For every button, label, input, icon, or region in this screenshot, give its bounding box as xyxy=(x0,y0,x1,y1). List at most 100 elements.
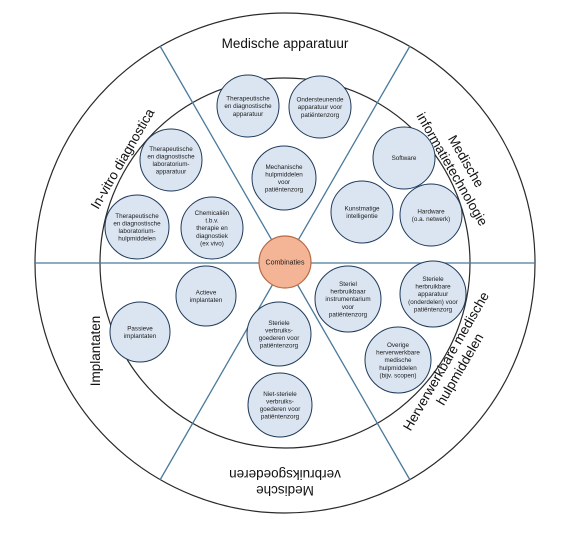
bubble-text-line: voor xyxy=(278,179,290,186)
bubble-circle xyxy=(314,265,382,333)
bubble-circle xyxy=(399,183,463,247)
bubble-text-line: Mechanische xyxy=(265,164,303,171)
bubble-text-line: laboratorium- xyxy=(152,161,189,168)
bubble-text-line: (bijv. scopen) xyxy=(380,372,417,379)
bubble-circle xyxy=(372,126,436,190)
bubble-text-line: en diagnostische xyxy=(224,103,272,110)
bubble-text-line: hulpmiddelen xyxy=(379,365,417,372)
bubble-overige-herverwerkbare: Overigeherverwerkbaremedischehulpmiddele… xyxy=(364,326,432,394)
bubble-circle xyxy=(247,372,313,438)
divider-top-right xyxy=(284,45,411,264)
bubble-text-line: en diagnostische xyxy=(147,153,195,160)
bubble-circle xyxy=(399,260,467,328)
bubble-text-line: Software xyxy=(392,155,417,162)
bubble-text-line: verbruiks- xyxy=(265,327,293,334)
bubble-text-line: patiëntenzorg xyxy=(260,343,299,350)
bubble-text-line: (onderdelen) voor xyxy=(408,299,458,306)
bubble-text-line: Therapeutische xyxy=(115,213,159,220)
center-node: Combinaties xyxy=(258,235,312,289)
bubble-text-line: apparatuur xyxy=(233,111,263,118)
bubble-software: Software xyxy=(372,126,436,190)
bubble-text-line: (ex vivo) xyxy=(200,240,224,247)
bubble-text-line: laboratorium- xyxy=(118,228,155,235)
bubble-circle xyxy=(139,128,203,192)
center-label: Combinaties xyxy=(266,260,305,267)
segment-label-medische-apparatuur: Medische apparatuur xyxy=(222,36,349,51)
bubble-text-line: apparatuur xyxy=(156,169,186,176)
bubble-text-line: apparatuur voor xyxy=(298,104,342,111)
bubble-text-line: Kunstmatige xyxy=(344,205,379,212)
bubble-text-line: t.b.v. xyxy=(205,218,218,225)
bubble-circle xyxy=(175,265,237,327)
segment-label-verbruiksgoederen: Medische verbruiksgoederen xyxy=(229,467,341,498)
bubble-text-line: herbruikbaar xyxy=(330,289,365,296)
bubble-text-line: herverwerkbare xyxy=(376,350,420,357)
bubble-text-line: Therapeutische xyxy=(149,146,193,153)
bubble-circle xyxy=(109,301,171,363)
bubble-text-line: intelligentie xyxy=(346,213,378,220)
bubble-circle xyxy=(216,74,280,138)
bubble-circle xyxy=(180,196,244,260)
bubble-text-line: Steriele xyxy=(268,320,290,327)
bubble-text-line: goederen voor xyxy=(260,406,301,413)
segment-label-line-1: Medische xyxy=(256,483,314,498)
bubble-text-line: patiëntenzorg xyxy=(265,187,304,194)
bubble-text-line: patiëntenzorg xyxy=(329,311,368,318)
bubble-circle xyxy=(251,145,317,211)
bubble-text-line: Actieve xyxy=(196,289,217,296)
segment-label-implantaten: Implantaten xyxy=(88,316,103,387)
segment-label-line-2: verbruiksgoederen xyxy=(229,467,341,482)
bubble-text-line: goederen voor xyxy=(259,335,300,342)
bubble-text-line: patiëntenzorg xyxy=(414,306,453,313)
divider-top-left xyxy=(159,45,286,264)
bubble-text-line: instrumentarium xyxy=(325,296,370,303)
divider-bottom-left xyxy=(159,262,286,481)
bubble-text-line: diagnostiek xyxy=(196,233,229,240)
bubble-text-line: patiëntenzorg xyxy=(261,414,300,421)
segment-dividers xyxy=(35,45,535,481)
segment-label-line-1: Implantaten xyxy=(88,316,103,387)
bubble-circle xyxy=(330,180,394,244)
bubble-text-line: Therapeutische xyxy=(226,96,270,103)
bubble-text-line: medische xyxy=(385,357,412,364)
bubble-circle xyxy=(288,75,352,139)
bubble-text-line: herbruikbare xyxy=(415,284,451,291)
bubble-steriele-herbruikbare-apparatuur: Sterieleherbruikbareapparatuur(onderdele… xyxy=(399,260,467,328)
bubble-text-line: Niet-steriele xyxy=(263,391,297,398)
bubble-steriel-herbruikbaar-instrumentarium: Sterielherbruikbaarinstrumentariumvoorpa… xyxy=(314,265,382,333)
bubble-text-line: (o.a. netwerk) xyxy=(412,216,451,223)
bubble-text-line: Ondersteunende xyxy=(297,97,344,104)
bubble-text-line: patiëntenzorg xyxy=(301,112,340,119)
bubble-circle xyxy=(364,326,432,394)
bubble-text-line: voor xyxy=(342,304,354,311)
bubble-text-line: hulpmiddelen xyxy=(265,171,303,178)
bubble-text-line: en diagnostische xyxy=(113,220,161,227)
bubble-hardware: Hardware(o.a. netwerk) xyxy=(399,183,463,247)
bubble-text-line: Steriele xyxy=(422,276,444,283)
bubble-text-line: Passieve xyxy=(127,325,153,332)
bubble-text-line: Steriel xyxy=(339,281,357,288)
bubble-text-line: implantaten xyxy=(190,297,223,304)
center-circle xyxy=(258,235,312,289)
bubble-text-line: hulpmiddelen xyxy=(118,236,156,243)
bubble-text-line: therapie en xyxy=(196,225,228,232)
bubble-text-line: implantaten xyxy=(124,333,157,340)
bubble-circle xyxy=(246,301,312,367)
bubble-text-line: Hardware xyxy=(417,208,445,215)
bubble-text-line: verbruiks- xyxy=(266,398,294,405)
bubble-text-line: Chemicaliën xyxy=(195,210,230,217)
bubble-circle xyxy=(104,194,170,260)
